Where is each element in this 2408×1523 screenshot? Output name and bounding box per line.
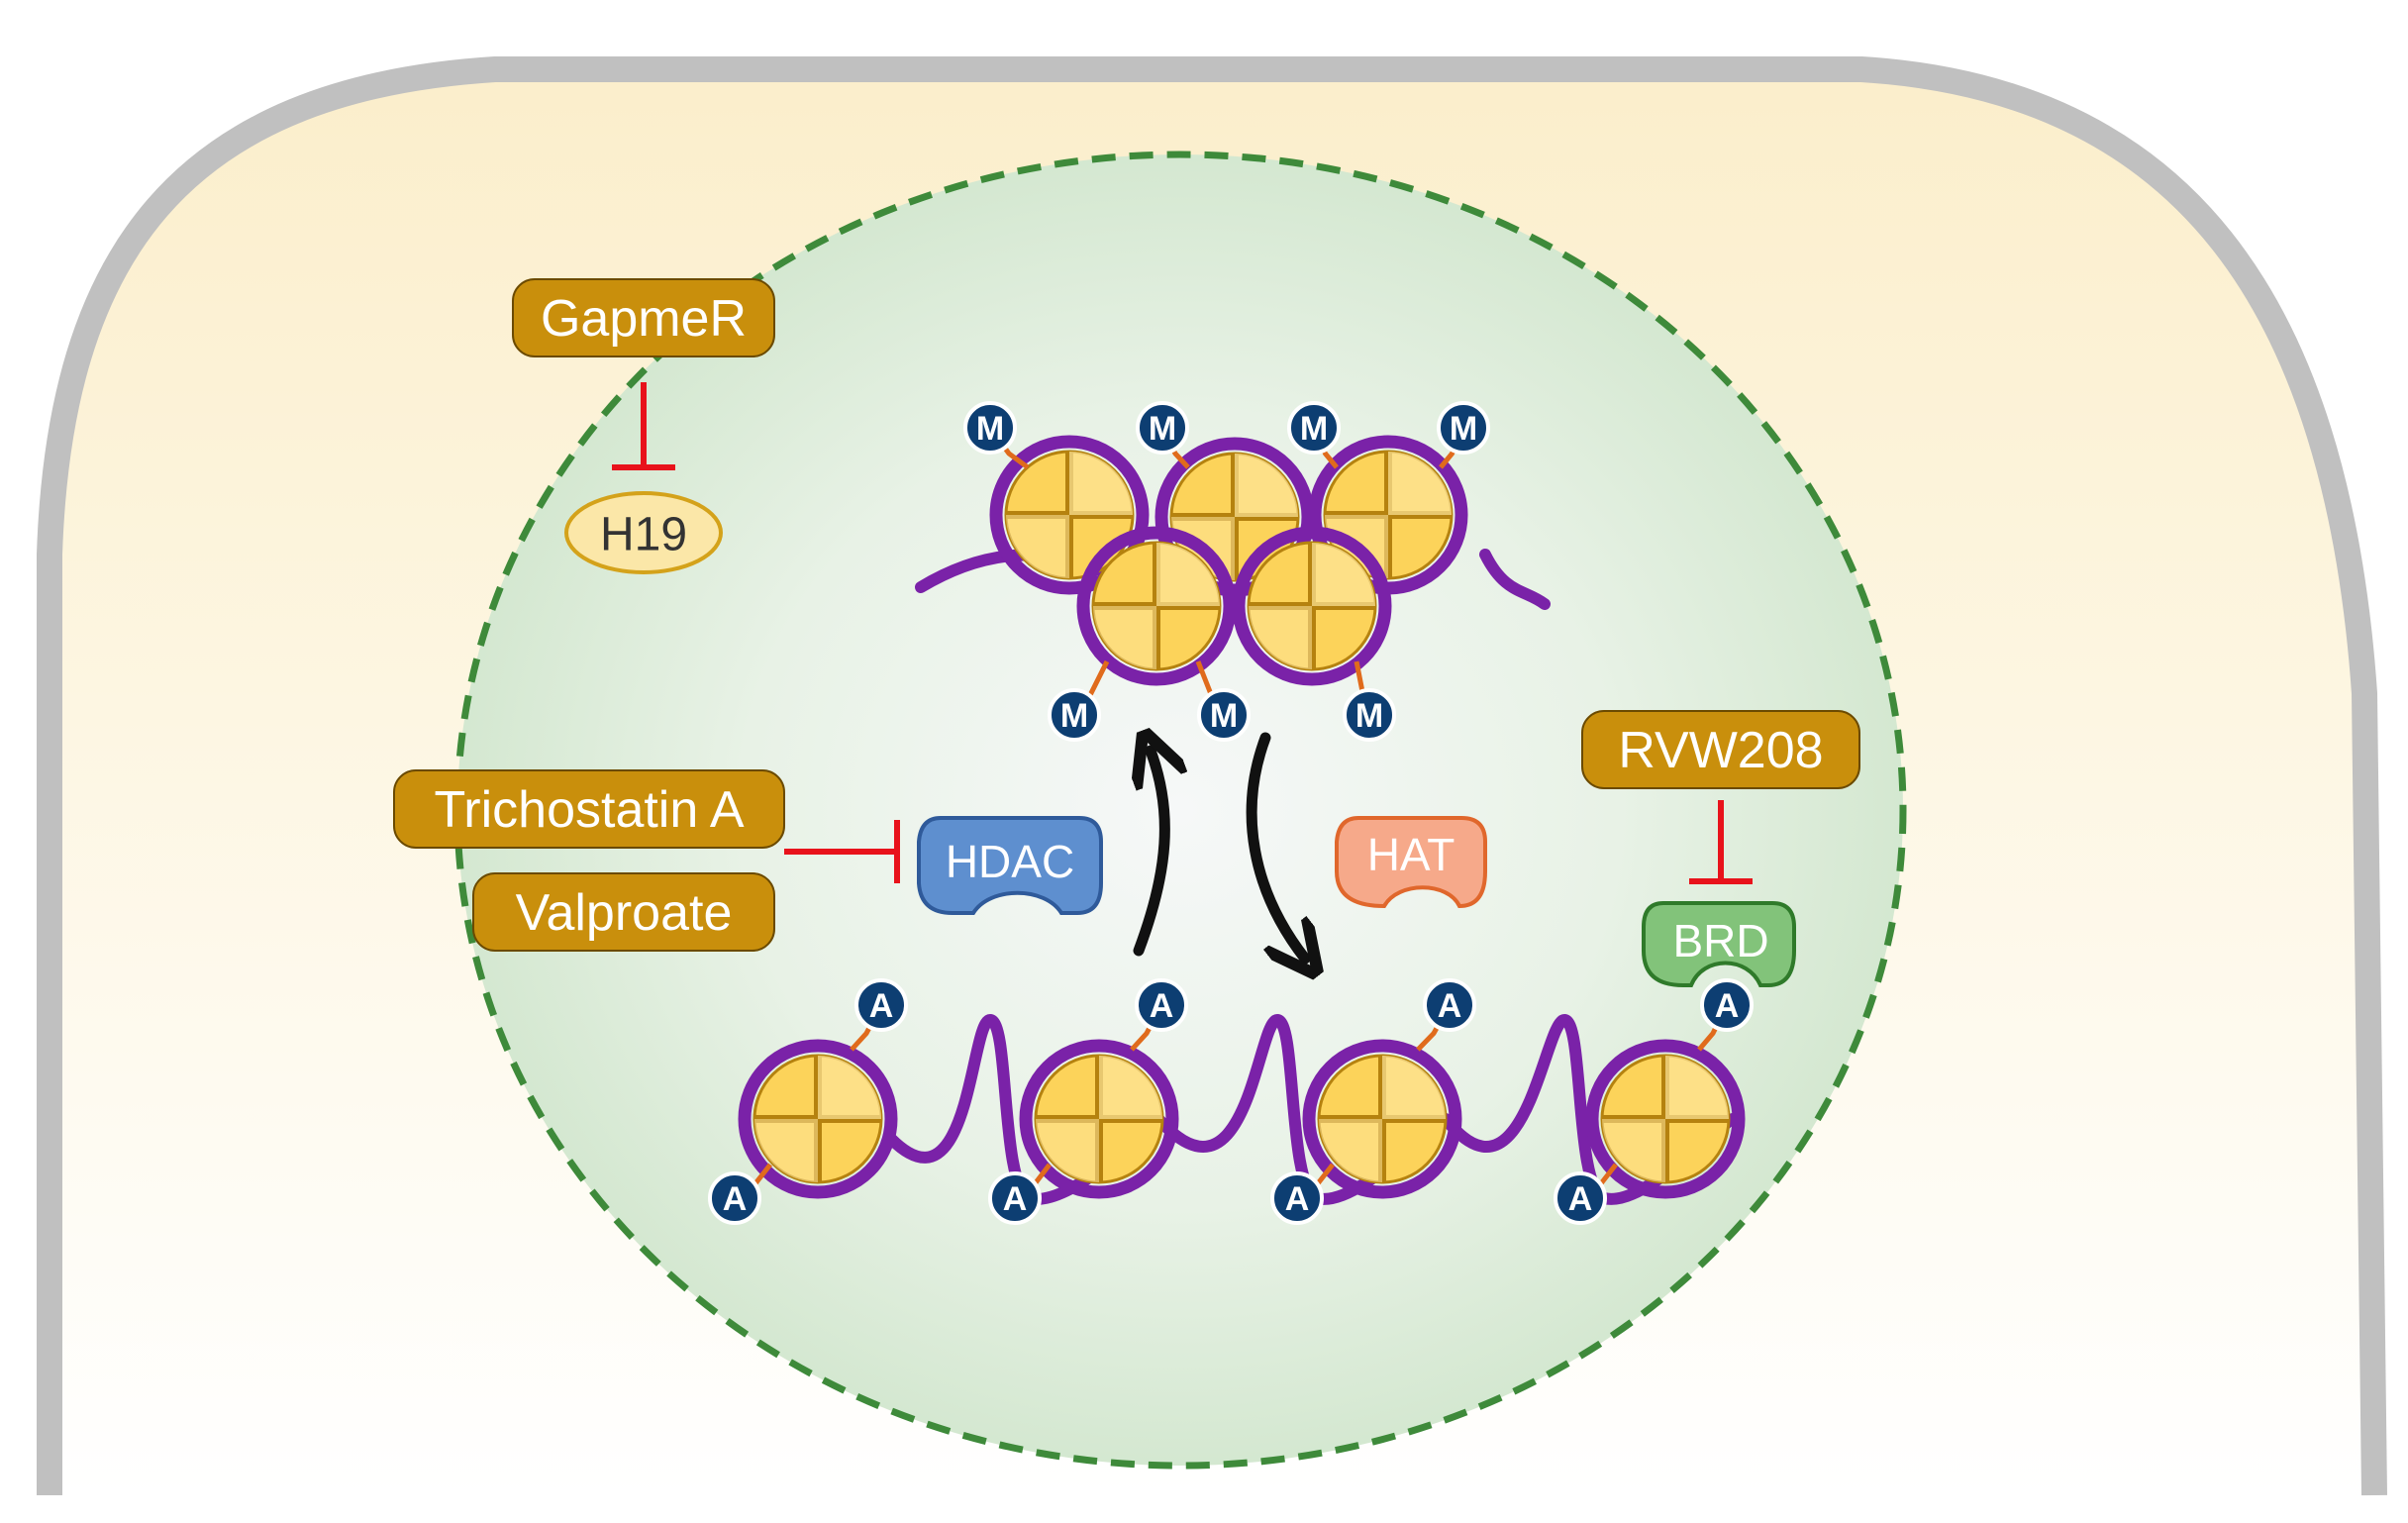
mark-label: M bbox=[976, 410, 1004, 448]
acetyl-mark: A bbox=[1130, 978, 1188, 1052]
valproate-box bbox=[472, 872, 775, 952]
rvw208-box bbox=[1581, 710, 1860, 789]
gapmer-box bbox=[512, 278, 775, 357]
mark-label: A bbox=[869, 987, 894, 1025]
acetyl-mark: A bbox=[708, 1163, 772, 1225]
mark-label: A bbox=[1003, 1180, 1028, 1218]
trichostatin-label: Trichostatin A bbox=[434, 781, 744, 839]
valproate-label: Valproate bbox=[516, 884, 733, 942]
methyl-mark: M bbox=[963, 401, 1030, 470]
rvw208-label: RVW208 bbox=[1618, 722, 1823, 779]
mark-label: M bbox=[1149, 410, 1176, 448]
nucleosome bbox=[1585, 1039, 1746, 1199]
mark-label: A bbox=[723, 1180, 748, 1218]
condensed-chromatin: M M M M M M M bbox=[915, 401, 1551, 742]
dna-strand bbox=[1479, 549, 1551, 610]
nucleosome bbox=[1232, 526, 1392, 686]
methyl-mark: M bbox=[1195, 660, 1251, 742]
brd-enzyme bbox=[1642, 901, 1796, 987]
mark-label: M bbox=[1300, 410, 1328, 448]
mark-label: M bbox=[1355, 697, 1383, 735]
mark-label: M bbox=[1210, 697, 1238, 735]
mark-label: A bbox=[1285, 1180, 1310, 1218]
nucleosome bbox=[989, 435, 1150, 595]
hat-label: HAT bbox=[1367, 829, 1455, 880]
acetyl-mark: A bbox=[1416, 978, 1476, 1052]
mark-label: M bbox=[1450, 410, 1477, 448]
acetyl-mark: A bbox=[1554, 1163, 1618, 1225]
mark-label: A bbox=[1150, 987, 1174, 1025]
acetylation-arrow bbox=[1246, 732, 1305, 959]
trichostatin-box bbox=[393, 769, 785, 849]
deacetylation-arrow bbox=[1139, 751, 1164, 957]
acetyl-mark: A bbox=[1697, 978, 1754, 1052]
hdac-enzyme bbox=[917, 816, 1103, 915]
gapmer-label: GapmeR bbox=[541, 290, 747, 348]
acetyl-mark: A bbox=[1270, 1163, 1335, 1225]
nucleosome bbox=[738, 1039, 898, 1199]
methyl-mark: M bbox=[1287, 401, 1341, 469]
mark-label: A bbox=[1568, 1180, 1593, 1218]
nucleosome bbox=[1076, 526, 1237, 686]
acetyl-mark: A bbox=[850, 978, 908, 1052]
mark-label: A bbox=[1438, 987, 1462, 1025]
mark-label: M bbox=[1060, 697, 1088, 735]
methyl-mark: M bbox=[1048, 660, 1110, 742]
brd-label: BRD bbox=[1672, 915, 1768, 966]
methyl-mark: M bbox=[1343, 660, 1396, 742]
cell-membrane bbox=[37, 56, 2387, 1496]
acetyl-mark: A bbox=[988, 1163, 1052, 1225]
methyl-mark: M bbox=[1136, 401, 1190, 469]
methyl-mark: M bbox=[1437, 401, 1490, 469]
hat-enzyme bbox=[1335, 816, 1487, 909]
h19-ellipse bbox=[564, 491, 723, 574]
mark-label: A bbox=[1715, 987, 1740, 1025]
h19-label: H19 bbox=[600, 509, 687, 561]
open-chromatin: A A A A A A A A bbox=[708, 978, 1754, 1225]
nucleosome bbox=[1302, 1039, 1462, 1199]
hdac-label: HDAC bbox=[946, 836, 1074, 887]
nucleosome bbox=[1019, 1039, 1179, 1199]
dna-strand bbox=[885, 1014, 1739, 1205]
